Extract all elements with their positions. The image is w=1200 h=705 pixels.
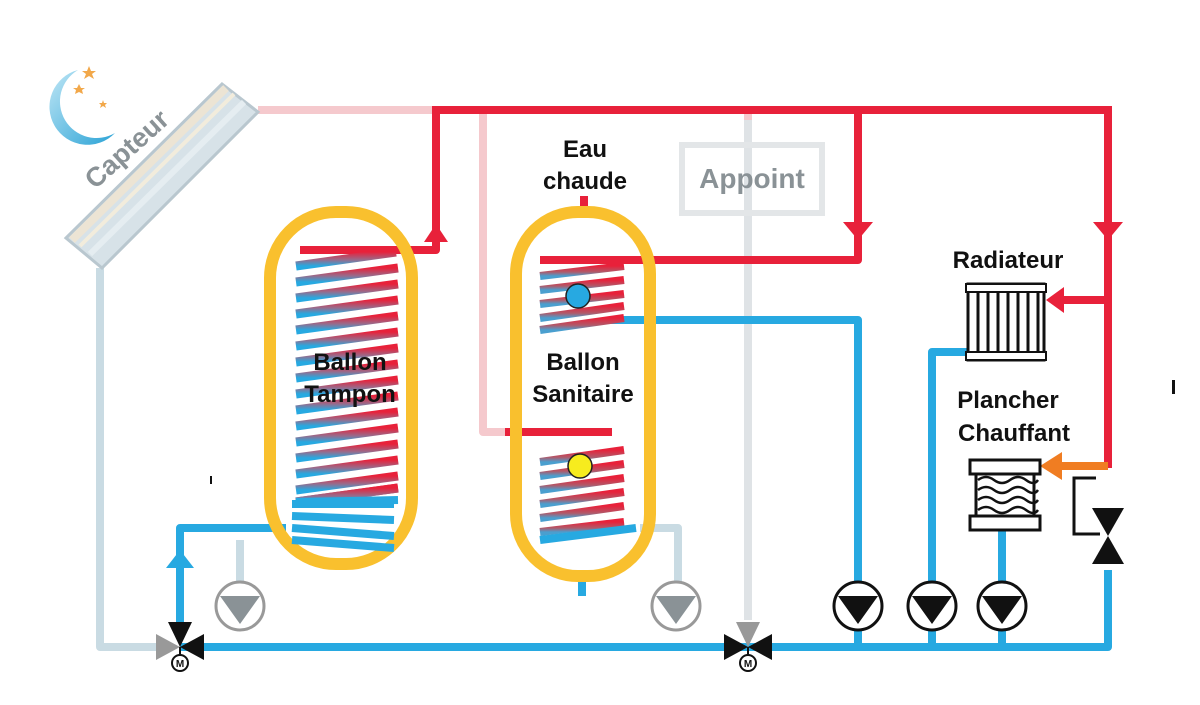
sanitaire-lower-coil-feed xyxy=(479,110,505,436)
flow-arrow-down-icon xyxy=(1093,222,1123,240)
eau-chaude-label-2: chaude xyxy=(543,168,627,195)
stray-mark xyxy=(210,476,212,484)
plancher-label-1: Plancher xyxy=(957,387,1058,414)
star-icon xyxy=(82,66,96,79)
tampon-hot-outlet xyxy=(300,106,440,254)
pump-radiator-icon xyxy=(906,580,958,632)
flow-arrow-left-icon xyxy=(1046,287,1064,313)
flow-arrow-up-icon xyxy=(166,550,194,568)
sanitaire-lower-coil xyxy=(539,444,625,536)
valve-motor-label: M xyxy=(744,659,752,670)
pump-tampon-icon xyxy=(214,580,266,632)
cold-main-return xyxy=(180,570,1112,651)
valve-motor-label: M xyxy=(176,659,184,670)
ballon-tampon-label-1: Ballon xyxy=(313,349,386,376)
stray-mark xyxy=(1172,380,1175,394)
flow-arrow-up-icon xyxy=(424,224,448,242)
three-way-valve-center-icon: M xyxy=(724,622,772,672)
ballon-sanitaire-label-1: Ballon xyxy=(546,349,619,376)
inactive-pipes xyxy=(96,106,752,651)
pump-plancher-icon xyxy=(976,580,1028,632)
pump-circuit-1-icon xyxy=(832,580,884,632)
underfloor-heating-icon xyxy=(968,458,1042,532)
radiator-cold-return xyxy=(928,348,968,647)
star-icon xyxy=(73,84,85,94)
three-way-valve-left-icon: M xyxy=(156,622,204,672)
radiateur-label: Radiateur xyxy=(953,247,1064,274)
tampon-cold-inlet xyxy=(176,524,286,628)
radiator-icon xyxy=(965,282,1047,362)
bypass-loop xyxy=(1072,476,1100,536)
pump-sanitaire-icon xyxy=(650,580,702,632)
ballon-sanitaire-label-2: Sanitaire xyxy=(532,381,633,408)
appoint-box xyxy=(679,142,825,216)
flow-arrow-down-icon xyxy=(843,222,873,240)
sanitaire-cold-return xyxy=(610,316,862,647)
eau-chaude-label-1: Eau xyxy=(563,136,607,163)
plancher-label-2: Chauffant xyxy=(958,420,1070,447)
collector-return-pipe xyxy=(96,268,165,651)
check-valve-icon xyxy=(1092,508,1124,564)
star-icon xyxy=(99,100,107,108)
lower-sensor-icon xyxy=(567,453,593,479)
flow-arrow-left-icon xyxy=(1040,452,1062,480)
appoint-label: Appoint xyxy=(699,163,805,194)
solar-collector xyxy=(63,82,261,271)
upper-sensor-icon xyxy=(565,283,591,309)
ballon-tampon-label-2: Tampon xyxy=(304,381,396,408)
cold-pipes xyxy=(176,316,1112,651)
ballon-tampon-tank xyxy=(264,206,418,570)
tampon-coil xyxy=(295,247,399,507)
ballon-sanitaire-tank xyxy=(510,206,656,582)
night-moon-icon xyxy=(49,66,115,145)
